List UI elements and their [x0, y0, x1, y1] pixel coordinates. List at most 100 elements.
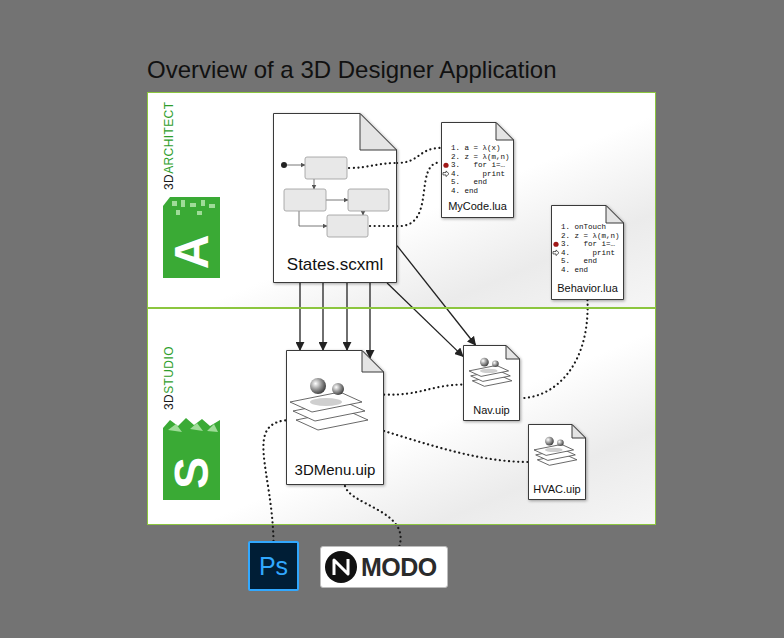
modo-logo: MODO [320, 546, 448, 588]
page-fold [572, 425, 586, 439]
code-line: 5. end [451, 178, 510, 187]
state-box [327, 215, 368, 237]
arrow-connector [299, 283, 300, 350]
logo-letter-box: S [168, 457, 216, 489]
file-name-box: MyCode.lua [441, 196, 514, 214]
layer-sheet [469, 365, 509, 376]
state-box [305, 157, 347, 179]
sphere [332, 383, 344, 395]
state-box [284, 189, 326, 211]
dotted-link [370, 225, 397, 227]
transition-line [363, 211, 364, 215]
layer-sheet [290, 392, 362, 412]
dotted-link [384, 385, 463, 395]
code-line: 3. for i=… [451, 161, 510, 170]
logo-pixel [176, 210, 180, 215]
page-outline [442, 123, 514, 218]
logo-pixel [201, 200, 205, 206]
modo-mark [321, 547, 361, 587]
code-line: 2. z = λ(m,n) [561, 232, 620, 241]
code-listing: 1. a = λ(x)2. z = λ(m,n)3. for i=…4. pri… [451, 144, 510, 195]
code-line: 4. end [561, 266, 620, 275]
file-name: Nav.uip [473, 404, 509, 416]
transition-line [287, 165, 305, 166]
title-box: Overview of a 3D Designer Application [147, 56, 557, 84]
logo-leaf [168, 423, 218, 432]
sphere [310, 378, 326, 394]
state-box [348, 189, 389, 211]
code-line: 1. a = λ(x) [451, 144, 510, 153]
code-line: 4. print [561, 249, 620, 258]
layer-sheet [534, 444, 574, 455]
logo-pixel [209, 204, 215, 208]
code-line: 4. print [451, 170, 510, 179]
page-outline [464, 346, 520, 421]
architect-logo [163, 197, 220, 278]
step-marker [443, 171, 449, 177]
logo-pixel [172, 201, 177, 206]
page-fold [362, 351, 384, 373]
code-line: 5. end [561, 257, 620, 266]
sphere-shadow [480, 369, 498, 373]
file-name: States.scxml [287, 255, 383, 274]
logo-letter: A [165, 235, 218, 270]
mark-glyph [334, 559, 348, 575]
page-outline [552, 206, 624, 300]
logo-pixel [181, 200, 185, 207]
sphere [480, 358, 489, 367]
file-name: Behavior.lua [557, 282, 618, 294]
step-marker [553, 250, 559, 256]
file-name: HVAC.uip [533, 483, 580, 495]
product-name: STUDIO [162, 346, 176, 394]
file-icon-node: Nav.uip [463, 345, 520, 421]
sphere [492, 360, 499, 367]
logo-pixel [197, 211, 202, 215]
logo-letter-box: A [168, 235, 216, 270]
vertical-label: 3DARCHITECT [163, 102, 175, 190]
vertical-label: 3DSTUDIO [163, 346, 175, 410]
file-icon-node: HVAC.uip [528, 424, 586, 500]
file-icon-node: 3DMenu.uip [286, 350, 384, 485]
mark-circle [325, 551, 357, 583]
diagram-title: Overview of a 3D Designer Application [147, 56, 557, 83]
arrow-connector [387, 283, 463, 356]
sphere-shadow [310, 398, 342, 406]
code-line: 1. onTouch [561, 223, 620, 232]
panel-fill [147, 308, 656, 525]
page-fold [496, 123, 514, 141]
code-line: 2. z = λ(m,n) [451, 153, 510, 162]
file-name: 3DMenu.uip [295, 461, 376, 478]
product-name: ARCHITECT [162, 102, 176, 174]
breakpoint-dot [443, 163, 448, 168]
transition-line [314, 179, 315, 189]
code-line: 4. end [451, 187, 510, 196]
file-icon-node: 1. onTouch2. z = λ(m,n)3. for i=…4. prin… [551, 205, 624, 300]
code-listing: 1. onTouch2. z = λ(m,n)3. for i=…4. prin… [561, 223, 620, 274]
file-name-box: Nav.uip [463, 400, 520, 418]
sphere [557, 439, 564, 446]
product-name: 3D [162, 174, 176, 190]
dotted-link [520, 300, 588, 398]
panel-fill [147, 92, 656, 308]
page-outline [274, 114, 397, 283]
file-name-box: HVAC.uip [528, 479, 586, 497]
file-name-box: 3DMenu.uip [286, 461, 384, 479]
arrow-connector [346, 283, 347, 350]
dotted-link [345, 485, 401, 546]
arrow-connector [322, 283, 323, 350]
logo-text-box: MODO [361, 547, 437, 587]
file-icon-node: 1. a = λ(x)2. z = λ(m,n)3. for i=…4. pri… [441, 122, 514, 218]
file-icon-node: States.scxml [273, 113, 397, 283]
sphere-shadow [545, 448, 563, 452]
page-fold [360, 114, 397, 151]
transition-line [299, 211, 327, 226]
logo-text: Ps [259, 554, 288, 579]
dotted-link [349, 163, 397, 168]
logo-letter: S [165, 457, 218, 489]
page-fold [506, 346, 520, 360]
page-outline [287, 351, 384, 485]
